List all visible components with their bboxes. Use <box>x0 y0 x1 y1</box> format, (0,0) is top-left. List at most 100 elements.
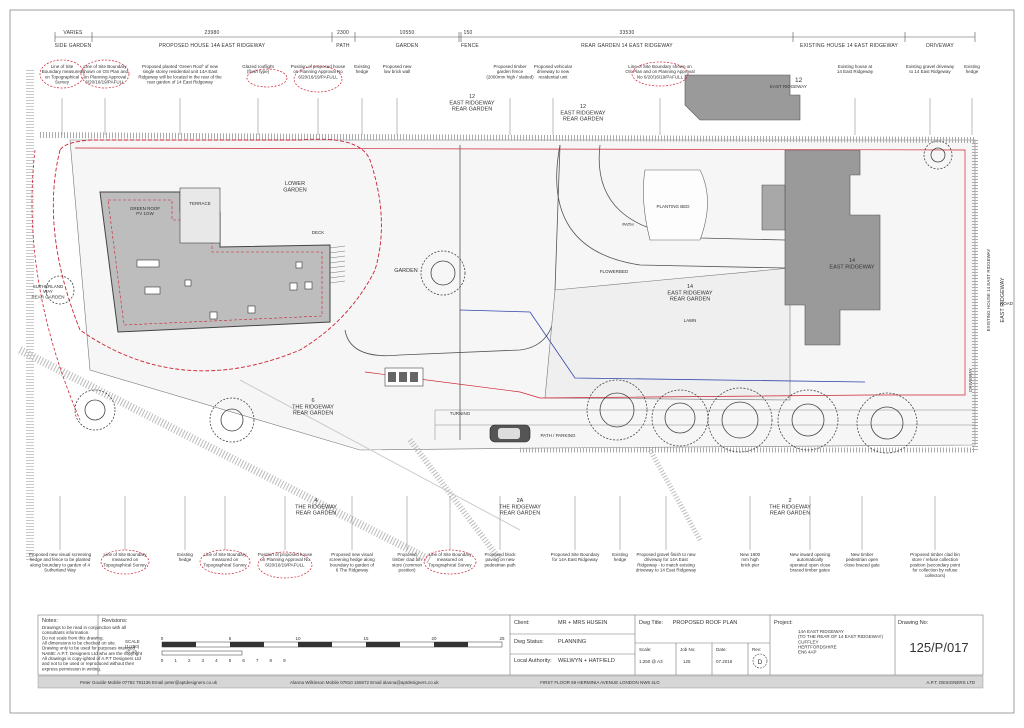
boundary-note-ring <box>246 68 288 88</box>
house-14-footprint <box>784 149 881 346</box>
revisions-heading: Revisions: <box>102 618 128 624</box>
scale-tick-label: 8 <box>270 658 273 663</box>
zone-existing-house: EXISTING HOUSE 14 EAST RIDGEWAY <box>800 43 899 49</box>
drawing-no-label: Drawing No: <box>898 620 929 626</box>
scale-label: SCALE(1:250)AT A3 <box>125 639 140 654</box>
status-label: Dwg Status: <box>514 639 544 645</box>
dim-garden: 10550 <box>400 30 415 36</box>
label-flowerbed: FLOWERBED <box>600 269 629 274</box>
rev-circle <box>752 653 768 669</box>
bin-store <box>384 367 424 387</box>
footer-person2: Alanna Wilkinson Mobile 07810 155572 Ema… <box>290 680 439 685</box>
label-path: PATH <box>622 222 633 227</box>
rev-value: D <box>758 659 763 666</box>
drawing-no: 125/P/017 <box>909 640 968 655</box>
label-turning: TURNING <box>450 411 471 416</box>
title-label: Dwg Title: <box>639 620 664 626</box>
scale-tick-label: 5 <box>229 658 232 663</box>
boundary-note-ring <box>199 549 251 575</box>
site-boundary-line <box>74 147 966 399</box>
client-value: MR + MRS HUSEIN <box>558 620 607 626</box>
scale-tick-label: 9 <box>283 658 286 663</box>
dim-varies: VARIES <box>63 30 83 36</box>
boundary-note-ring <box>257 551 313 579</box>
dim-rear: 33530 <box>620 30 635 36</box>
job-value: 125 <box>683 659 691 664</box>
scale-tick-label: 5 <box>229 636 232 641</box>
drawing-title: PROPOSED ROOF PLAN <box>673 620 738 626</box>
house-12-footprint <box>684 74 801 121</box>
proposed-house <box>31 138 382 421</box>
label-terrace: TERRACE <box>189 201 211 206</box>
date-value: 07.2016 <box>716 659 733 664</box>
scale-tick-label: 0 <box>161 658 164 663</box>
label-lawn: LAWN <box>684 318 697 323</box>
label-path-parking: PATH / PARKING <box>540 433 576 438</box>
scale-bar <box>161 641 503 656</box>
boundary-note-ring <box>100 549 150 575</box>
zone-garden: GARDEN <box>396 43 419 49</box>
scale-tick-label: 3 <box>202 658 205 663</box>
client-label: Client: <box>514 620 530 626</box>
scale-tick-label: 6 <box>242 658 245 663</box>
label-garden: GARDEN <box>394 268 418 274</box>
footer-person1: Peter Goulde Mobile 07792 791136 Email p… <box>80 680 218 685</box>
scale-hdr: Scale: <box>639 647 652 652</box>
boundary-note-ring <box>631 61 689 87</box>
house-14-annex <box>761 184 786 231</box>
date-hdr: Date: <box>716 647 727 652</box>
authority-value: WELWYN + HATFIELD <box>558 658 615 664</box>
dim-path: 2300 <box>337 30 349 36</box>
scale-bottom-ticks: 0 1 2 3 4 5 6 7 8 9 <box>161 658 286 663</box>
site-ground <box>18 70 978 564</box>
scale-tick-label: 0 <box>161 636 164 641</box>
zone-driveway: DRIVEWAY <box>926 43 954 49</box>
trees <box>45 140 953 454</box>
footer-address: FIRST FLOOR 69 HERMINIA AVENUE LONDON NW… <box>540 680 660 685</box>
scale-tick-label: 25 <box>499 636 505 641</box>
notes-heading: Notes: <box>42 618 58 624</box>
scale-value: 1:250 @ A3 <box>639 659 663 664</box>
boundary-note-ring <box>39 59 85 89</box>
scale-tick-label: 4 <box>215 658 218 663</box>
scale-tick-label: 15 <box>363 636 369 641</box>
scale-tick-label: 2 <box>188 658 191 663</box>
scale-tick-label: 1 <box>174 658 177 663</box>
scale-tick-label: 7 <box>256 658 259 663</box>
access-route-line <box>459 309 866 383</box>
title-block-frame <box>37 614 984 676</box>
project-value: 14A EAST RIDGEWAY(TO THE REAR OF 14 EAST… <box>798 629 884 655</box>
zone-path: PATH <box>336 43 350 49</box>
dimension-strip: VARIES SIDE GARDEN 23980 PROPOSED HOUSE … <box>55 30 976 49</box>
label-driveway-vertical: DRIVEWAY <box>968 368 973 392</box>
dim-house: 23980 <box>205 30 220 36</box>
title-block-text: Notes: Drawings to be read in conjunctio… <box>42 618 976 685</box>
